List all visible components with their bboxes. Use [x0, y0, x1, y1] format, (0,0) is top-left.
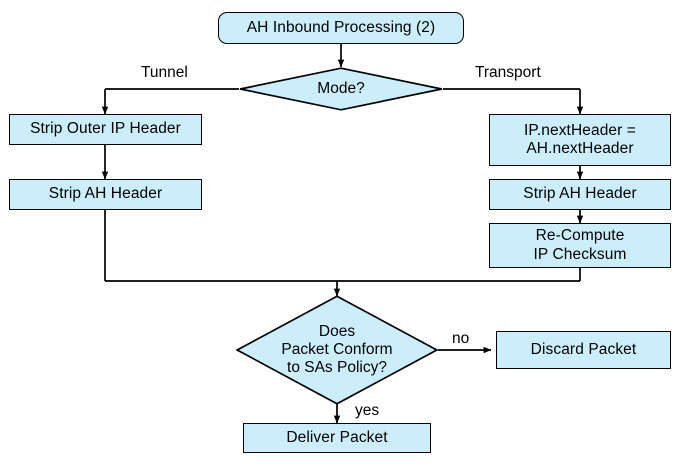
- edge-label-no: no: [452, 330, 470, 347]
- node-recompute-ip-checksum[interactable]: Re-Compute IP Checksum: [489, 223, 671, 268]
- edge-label-tunnel: Tunnel: [141, 64, 188, 81]
- node-deliver-packet[interactable]: Deliver Packet: [243, 423, 431, 453]
- node-conform-decision[interactable]: Does Packet Conform to SAs Policy?: [236, 295, 438, 405]
- node-strip-outer-ip-header[interactable]: Strip Outer IP Header: [9, 114, 202, 145]
- node-ip-nextheader-assignment[interactable]: IP.nextHeader = AH.nextHeader: [489, 114, 671, 166]
- node-mode-decision[interactable]: Mode?: [239, 67, 443, 111]
- node-discard-packet[interactable]: Discard Packet: [496, 331, 671, 369]
- mode-diamond-shape: [240, 67, 442, 111]
- conform-diamond-shape: [236, 295, 438, 405]
- edge-label-yes: yes: [355, 402, 380, 419]
- node-strip-ah-header-transport[interactable]: Strip AH Header: [489, 179, 671, 210]
- edge-label-transport: Transport: [475, 64, 541, 81]
- node-ah-inbound-processing[interactable]: AH Inbound Processing (2): [218, 12, 464, 44]
- node-strip-ah-header-tunnel[interactable]: Strip AH Header: [9, 179, 202, 210]
